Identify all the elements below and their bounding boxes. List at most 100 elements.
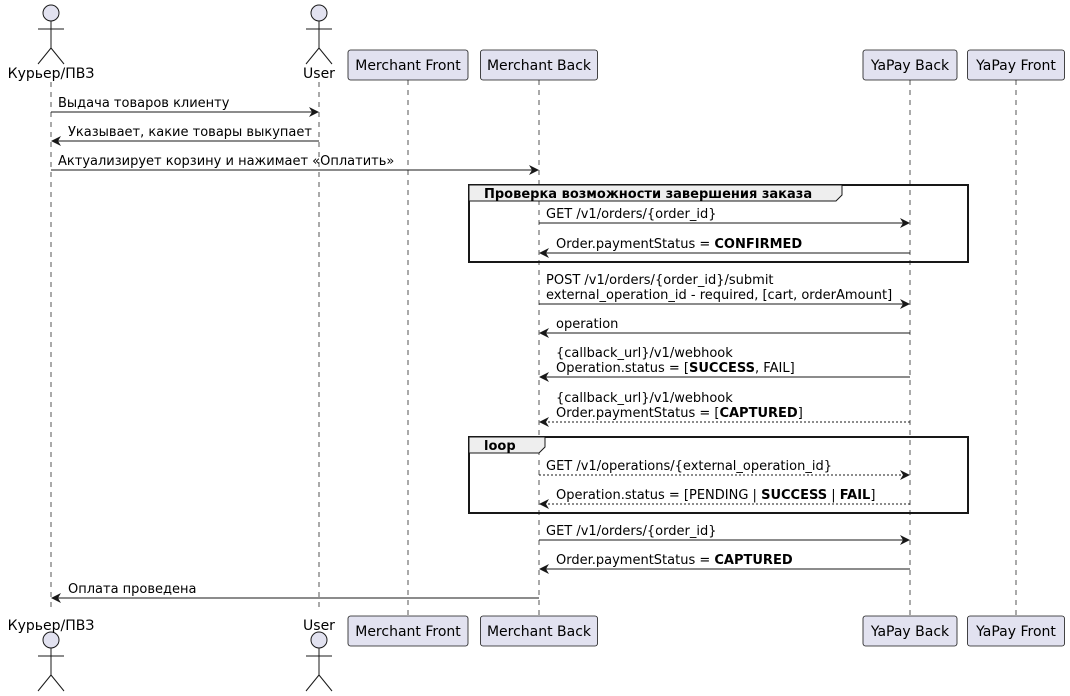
message-label-bold: CAPTURED bbox=[719, 406, 797, 421]
actor-courier-top: Курьер/ПВЗ bbox=[8, 4, 95, 82]
participant-label: YaPay Back bbox=[870, 58, 950, 74]
message-label-part: Выдача товаров клиенту bbox=[58, 96, 230, 111]
groups: Проверка возможности завершения заказа lo… bbox=[468, 184, 969, 514]
participant-yfront-bottom: YaPay Front bbox=[967, 615, 1065, 647]
message-label-part: Указывает, какие товары выкупает bbox=[68, 125, 312, 140]
message-label-part: Order.paymentStatus = bbox=[556, 553, 714, 568]
message-label: external_operation_id - required, [cart,… bbox=[546, 288, 892, 303]
group-tab bbox=[468, 436, 546, 454]
actor-figure-icon bbox=[37, 4, 65, 65]
message-4: Order.paymentStatus = CONFIRMED bbox=[539, 237, 910, 258]
message-label: {callback_url}/v1/webhook bbox=[556, 391, 733, 406]
message-label-part: GET /v1/operations/{external_operation_i… bbox=[546, 459, 832, 474]
message-label-part: Order.paymentStatus = bbox=[556, 237, 714, 252]
participant-box bbox=[347, 49, 469, 81]
message-label: Указывает, какие товары выкупает bbox=[68, 125, 312, 140]
participant-label: YaPay Back bbox=[870, 624, 950, 640]
message-label: POST /v1/orders/{order_id}/submit bbox=[546, 273, 774, 288]
participant-label: Merchant Front bbox=[355, 58, 461, 74]
group-border bbox=[468, 436, 969, 514]
message-6: operation bbox=[539, 317, 910, 338]
message-label: Operation.status = [SUCCESS, FAIL] bbox=[556, 361, 795, 376]
message-label-bold: CAPTURED bbox=[714, 553, 792, 568]
message-3: GET /v1/orders/{order_id} bbox=[539, 207, 910, 228]
message-label-part: , FAIL] bbox=[755, 361, 795, 376]
participant-label: Merchant Back bbox=[487, 624, 592, 640]
participant-box bbox=[480, 49, 598, 81]
message-label-part: | bbox=[827, 488, 840, 503]
participant-box bbox=[862, 615, 958, 647]
participant-box bbox=[862, 49, 958, 81]
actor-label: User bbox=[303, 618, 335, 634]
message-label-part: {callback_url}/v1/webhook bbox=[556, 346, 733, 361]
participant-box bbox=[347, 615, 469, 647]
actor-label: Курьер/ПВЗ bbox=[8, 66, 95, 82]
message-label: Order.paymentStatus = [CAPTURED] bbox=[556, 406, 803, 421]
message-label-part: Operation.status = [PENDING | bbox=[556, 488, 761, 503]
message-label: Оплата проведена bbox=[68, 582, 197, 597]
message-7: {callback_url}/v1/webhookOperation.statu… bbox=[539, 346, 910, 382]
message-label-bold: CONFIRMED bbox=[714, 237, 802, 252]
participant-box bbox=[480, 615, 598, 647]
message-label-part: Оплата проведена bbox=[68, 582, 197, 597]
message-label-part: ] bbox=[870, 488, 875, 503]
message-label: GET /v1/operations/{external_operation_i… bbox=[546, 459, 832, 474]
actor-figure-icon bbox=[305, 4, 333, 65]
participant-mfront-top: Merchant Front bbox=[347, 49, 469, 81]
message-label-part: GET /v1/orders/{order_id} bbox=[546, 524, 716, 539]
message-label: Выдача товаров клиенту bbox=[58, 96, 230, 111]
participant-yback-top: YaPay Back bbox=[862, 49, 958, 81]
message-label: GET /v1/orders/{order_id} bbox=[546, 207, 716, 222]
actor-figure-icon bbox=[37, 631, 65, 692]
message-label-bold: FAIL bbox=[840, 488, 871, 503]
participant-box bbox=[967, 49, 1065, 81]
message-label-part: GET /v1/orders/{order_id} bbox=[546, 207, 716, 222]
participant-label: YaPay Front bbox=[975, 624, 1056, 640]
message-label-part: Актуализирует корзину и нажимает «Оплати… bbox=[58, 154, 394, 169]
message-label-part: ] bbox=[798, 406, 803, 421]
message-9: GET /v1/operations/{external_operation_i… bbox=[539, 459, 910, 480]
actor-courier-bottom: Курьер/ПВЗ bbox=[8, 618, 95, 692]
actor-user-bottom: User bbox=[303, 618, 335, 692]
message-label: GET /v1/orders/{order_id} bbox=[546, 524, 716, 539]
message-label: {callback_url}/v1/webhook bbox=[556, 346, 733, 361]
actor-label: Курьер/ПВЗ bbox=[8, 618, 95, 634]
actor-figure-icon bbox=[305, 631, 333, 692]
participant-label: YaPay Front bbox=[975, 58, 1056, 74]
message-label: operation bbox=[556, 317, 618, 332]
message-8: {callback_url}/v1/webhookOrder.paymentSt… bbox=[539, 391, 910, 427]
group-label: Проверка возможности завершения заказа bbox=[484, 187, 812, 202]
message-label-bold: SUCCESS bbox=[761, 488, 827, 503]
message-1: Указывает, какие товары выкупает bbox=[51, 125, 319, 146]
message-13: Оплата проведена bbox=[51, 582, 539, 603]
group-frame-1: loop bbox=[468, 436, 969, 514]
message-label-part: Order.paymentStatus = [ bbox=[556, 406, 719, 421]
message-0: Выдача товаров клиенту bbox=[51, 96, 319, 117]
group-label: loop bbox=[484, 439, 516, 454]
message-label: Order.paymentStatus = CAPTURED bbox=[556, 553, 793, 568]
message-label-part: Operation.status = [ bbox=[556, 361, 689, 376]
group-tab bbox=[468, 184, 843, 202]
participant-label: Merchant Back bbox=[487, 58, 592, 74]
message-11: GET /v1/orders/{order_id} bbox=[539, 524, 910, 545]
message-label-part: {callback_url}/v1/webhook bbox=[556, 391, 733, 406]
actor-user-top: User bbox=[303, 4, 335, 82]
actor-label: User bbox=[303, 66, 335, 82]
message-label-part: operation bbox=[556, 317, 618, 332]
message-5: POST /v1/orders/{order_id}/submitexterna… bbox=[539, 273, 910, 309]
message-2: Актуализирует корзину и нажимает «Оплати… bbox=[51, 154, 539, 175]
message-10: Operation.status = [PENDING | SUCCESS | … bbox=[539, 488, 910, 509]
message-label: Актуализирует корзину и нажимает «Оплати… bbox=[58, 154, 394, 169]
message-label: Operation.status = [PENDING | SUCCESS | … bbox=[556, 488, 875, 503]
message-label-bold: SUCCESS bbox=[689, 361, 755, 376]
lifelines bbox=[50, 80, 1017, 616]
message-label-part: external_operation_id - required, [cart,… bbox=[546, 288, 892, 303]
participant-mfront-bottom: Merchant Front bbox=[347, 615, 469, 647]
message-label-part: POST /v1/orders/{order_id}/submit bbox=[546, 273, 774, 288]
participant-yfront-top: YaPay Front bbox=[967, 49, 1065, 81]
message-label: Order.paymentStatus = CONFIRMED bbox=[556, 237, 802, 252]
participant-mback-bottom: Merchant Back bbox=[480, 615, 598, 647]
